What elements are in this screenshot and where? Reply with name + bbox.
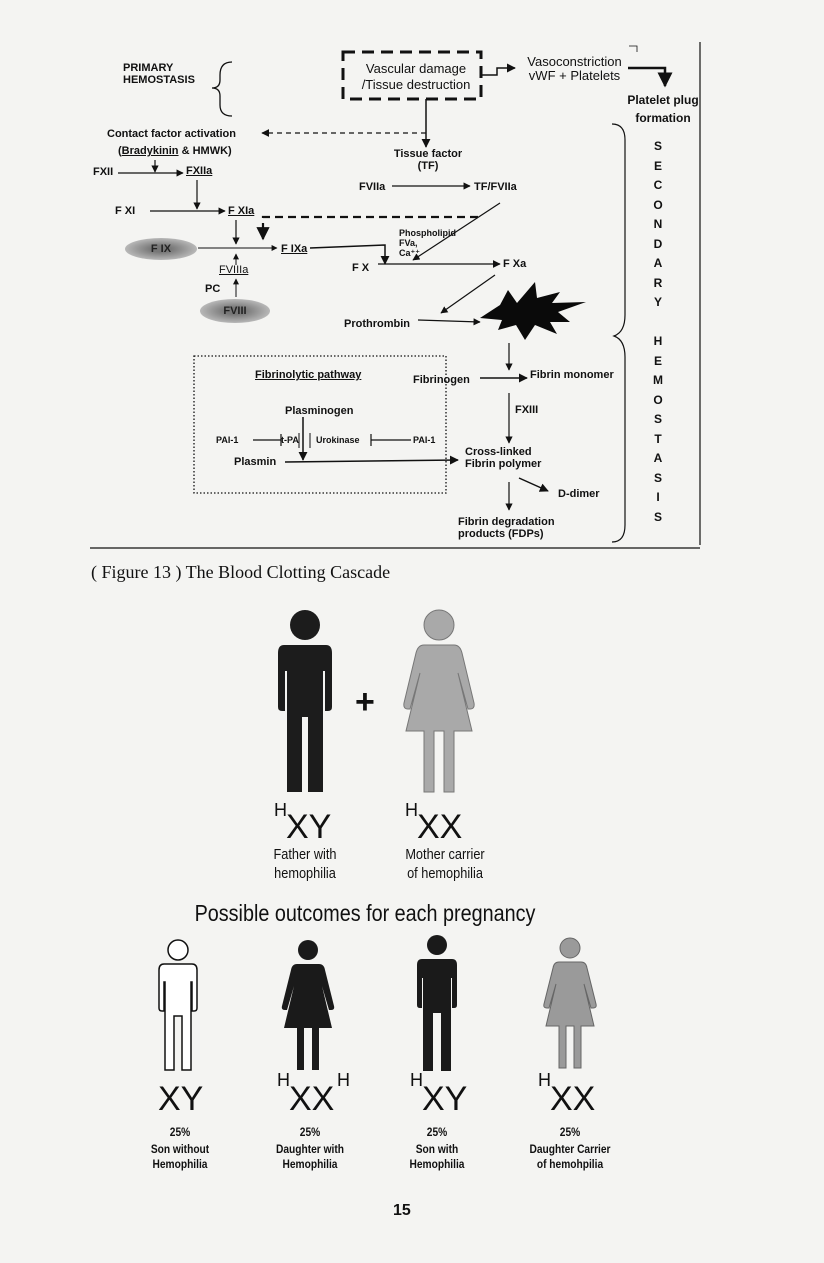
fxiia-label: FXIIa xyxy=(186,165,213,177)
tf-fviia-label: TF/FVIIa xyxy=(474,181,517,193)
outcome-genotype-text: XX xyxy=(550,1080,596,1118)
secondary-hemostasis-letter: M xyxy=(653,373,663,387)
secondary-hemostasis-letter: H xyxy=(653,334,663,348)
secondary-hemostasis-letter: N xyxy=(653,217,663,231)
outcome-percent: 25% xyxy=(169,1125,191,1139)
fdps-label: Fibrin degradation products (FDPs) xyxy=(458,516,555,540)
outcome-genotype-sup-right: H xyxy=(337,1070,350,1090)
bradykinin-text: Bradykinin xyxy=(121,145,179,157)
mother-genotype-sup: H xyxy=(405,800,418,820)
fxii-label: FXII xyxy=(93,166,114,178)
fviia-label: FVIIa xyxy=(359,181,386,193)
hmwk-text: & HMWK) xyxy=(178,145,232,157)
secondary-hemostasis-letter: S xyxy=(653,412,662,426)
outcome-percent: 25% xyxy=(426,1125,448,1139)
tpa-label: t-PA xyxy=(281,435,299,445)
fx-label: F X xyxy=(352,262,370,274)
father-genotype-text: XY xyxy=(286,808,332,846)
secondary-hemostasis-letter: E xyxy=(653,158,662,173)
cross-linked-fibrin-label: Cross-linked Fibrin polymer xyxy=(465,446,542,470)
cascade-connectors xyxy=(90,42,701,549)
fix-ellipse: F IX xyxy=(125,238,197,260)
thrombin-burst xyxy=(480,282,586,340)
fxa-label: F Xa xyxy=(503,258,527,270)
vascular-damage-label: Vascular damage /Tissue destruction xyxy=(361,61,471,92)
fibrin-monomer-label: Fibrin monomer xyxy=(530,369,614,381)
figure-caption: ( Figure 13 ) The Blood Clotting Cascade xyxy=(91,562,391,582)
secondary-hemostasis-letter: A xyxy=(653,256,663,270)
fix-label: F IX xyxy=(150,243,172,255)
fixa-text: F IXa xyxy=(281,243,308,255)
mother-caption: Mother carrier of hemophilia xyxy=(405,846,485,882)
d-dimer-label: D-dimer xyxy=(558,488,600,500)
fxiii-label: FXIII xyxy=(515,404,539,416)
secondary-hemostasis-letter: S xyxy=(653,509,662,524)
secondary-hemostasis-letter: A xyxy=(653,451,663,465)
secondary-hemostasis-letter: O xyxy=(653,197,663,212)
fxia-label: F XIa xyxy=(228,205,254,217)
fxi-label: F XI xyxy=(115,205,136,217)
son-with-hemophilia-figure xyxy=(417,935,457,1071)
prothrombin-label: Prothrombin xyxy=(344,318,410,330)
pai1-left-label: PAI-1 xyxy=(216,435,239,445)
secondary-hemostasis-letter xyxy=(650,313,666,333)
fixa-label: F IXa xyxy=(281,243,307,255)
phospholipid-label: Phospholipid FVa, Ca⁺⁺ xyxy=(399,228,456,258)
fviii-label: FVIII xyxy=(223,305,247,317)
plus-sign: + xyxy=(355,683,375,721)
fviii-ellipse: FVIII xyxy=(200,299,270,323)
fibrinolytic-pathway-label: Fibrinolytic pathway xyxy=(255,369,362,381)
page-number: 15 xyxy=(393,1202,411,1219)
outcome-genotype-sup-left: H xyxy=(410,1070,423,1090)
son-without-hemophilia-figure xyxy=(158,939,198,1071)
secondary-hemostasis-letter: E xyxy=(653,353,662,368)
outcome-genotype-text: XX xyxy=(289,1080,335,1118)
fviiia-label: FVIIIa xyxy=(219,264,249,276)
secondary-hemostasis-letter: Y xyxy=(653,295,662,309)
mother-genotype-text: XX xyxy=(417,808,463,846)
plasminogen-label: Plasminogen xyxy=(285,405,354,417)
outcome-label: Daughter Carrier of hemohpilia xyxy=(529,1142,611,1171)
outcomes-title: Possible outcomes for each pregnancy xyxy=(194,900,536,926)
outcome-label: Son without Hemophilia xyxy=(150,1142,210,1171)
outcome-percent: 25% xyxy=(299,1125,321,1139)
outcome-genotype-sup-left: H xyxy=(538,1070,551,1090)
secondary-hemostasis-letter: C xyxy=(653,178,663,192)
outcome-genotype-text: XY xyxy=(158,1080,204,1118)
contact-factor-label: Contact factor activation xyxy=(107,128,236,140)
outcome-label: Daughter with Hemophilia xyxy=(276,1142,344,1171)
father-genotype-sup: H xyxy=(274,800,287,820)
outcome-percent: 25% xyxy=(559,1125,581,1139)
bradykinin-hmwk-label: (Bradykinin & HMWK) xyxy=(118,145,232,157)
outcome-label: Son with Hemophilia xyxy=(409,1142,465,1171)
urokinase-label: Urokinase xyxy=(316,435,360,445)
secondary-hemostasis-letter: S xyxy=(653,470,662,485)
vasoconstriction-label: Vasoconstriction vWF + Platelets xyxy=(527,54,622,83)
primary-hemostasis-label: PRIMARY HEMOSTASIS xyxy=(123,62,195,86)
secondary-hemostasis-letter: T xyxy=(654,431,662,446)
daughter-with-hemophilia-figure xyxy=(281,940,335,1070)
secondary-hemostasis-letter: I xyxy=(656,490,660,504)
pc-label: PC xyxy=(205,283,221,295)
fibrinogen-label: Fibrinogen xyxy=(413,374,470,386)
father-caption: Father with hemophilia xyxy=(273,846,337,882)
father-figure xyxy=(278,610,332,792)
daughter-carrier-figure xyxy=(543,937,597,1069)
outcome-genotype-sup-left: H xyxy=(277,1070,290,1090)
platelet-plug-label: Platelet plug formation xyxy=(627,93,699,125)
mother-figure xyxy=(403,609,475,793)
secondary-hemostasis-letter: S xyxy=(653,139,662,153)
outcome-genotype-text: XY xyxy=(422,1080,468,1118)
pai1-right-label: PAI-1 xyxy=(413,435,436,445)
fxia-text: F XIa xyxy=(228,205,255,217)
secondary-hemostasis-letter: D xyxy=(653,236,663,251)
tissue-factor-label: Tissue factor (TF) xyxy=(393,148,463,172)
plasmin-label: Plasmin xyxy=(234,456,277,468)
secondary-hemostasis-letter: R xyxy=(653,275,663,290)
secondary-hemostasis-letter: O xyxy=(653,392,663,407)
